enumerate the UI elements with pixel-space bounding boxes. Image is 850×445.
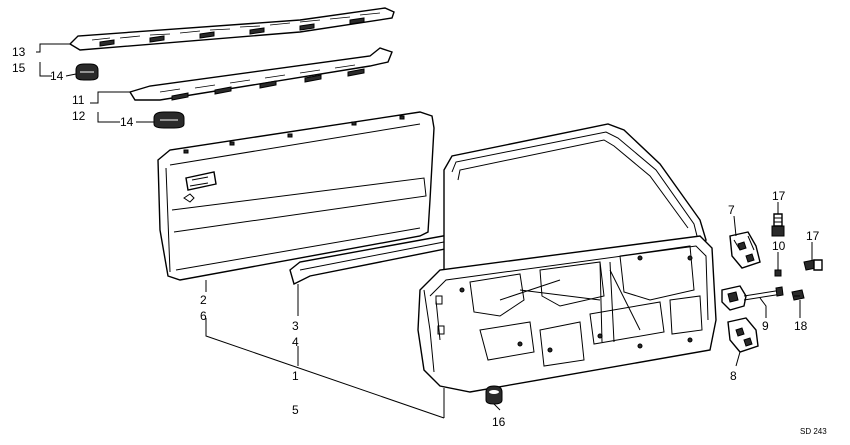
- upper-molding-strip: [68, 7, 395, 51]
- label-7: 7: [728, 203, 735, 217]
- label-11: 11: [72, 93, 85, 107]
- grommet-16: [485, 385, 503, 405]
- label-17-upper: 17: [772, 189, 786, 203]
- clip-14-upper: [75, 63, 99, 81]
- label-12: 12: [72, 109, 86, 123]
- label-3: 3: [292, 319, 299, 333]
- lower-hinge-8: [727, 317, 759, 353]
- door-trim-panel: [157, 111, 435, 281]
- label-17-right: 17: [806, 229, 820, 243]
- bolt-17-upper: [771, 213, 785, 237]
- door-checker-9: [721, 285, 784, 311]
- label-14-upper: 14: [50, 69, 64, 83]
- label-8: 8: [730, 369, 737, 383]
- label-6: 6: [200, 309, 207, 323]
- label-13: 13: [12, 45, 26, 59]
- label-9: 9: [762, 319, 769, 333]
- callout-labels: 13 15 14 11 12 14 2 6 3 4 1 5 16 7 17 10…: [12, 45, 827, 436]
- label-10: 10: [772, 239, 786, 253]
- leader-lines: [36, 43, 813, 419]
- label-15: 15: [12, 61, 26, 75]
- bolt-17-right: [803, 259, 823, 271]
- label-4: 4: [292, 335, 299, 349]
- bolt-18: [791, 289, 805, 301]
- label-5: 5: [292, 403, 299, 417]
- pin-10: [774, 256, 782, 277]
- label-2: 2: [200, 293, 207, 307]
- label-18: 18: [794, 319, 808, 333]
- lower-molding-strip: [128, 47, 393, 101]
- door-frame-assembly: [417, 123, 717, 393]
- label-14-lower: 14: [120, 115, 134, 129]
- clip-14-lower: [153, 111, 185, 129]
- diagram-code: SD 243: [800, 427, 827, 436]
- upper-hinge-7: [729, 231, 761, 269]
- label-16: 16: [492, 415, 506, 429]
- label-1: 1: [292, 369, 299, 383]
